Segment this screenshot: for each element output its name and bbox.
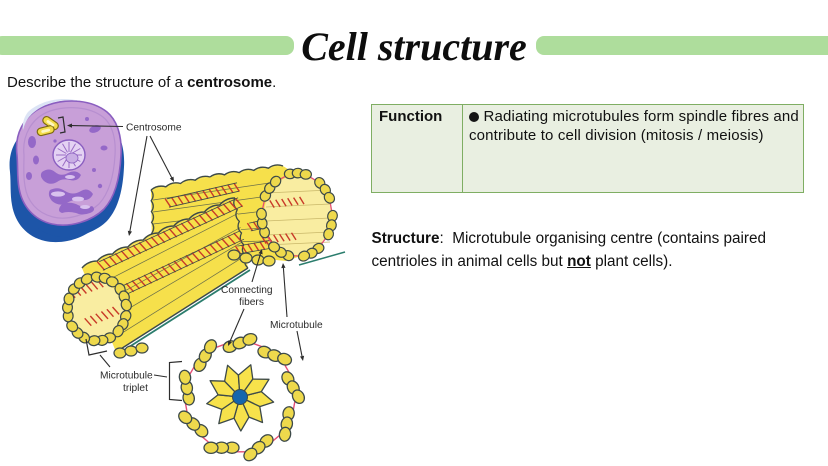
svg-text:triplet: triplet [123,383,148,394]
svg-text:Centrosome: Centrosome [126,123,182,134]
svg-text:Microtubule: Microtubule [100,371,153,382]
svg-text:Microtubule: Microtubule [270,320,323,331]
svg-text:Connecting: Connecting [221,285,273,296]
svg-text:fibers: fibers [239,297,264,308]
